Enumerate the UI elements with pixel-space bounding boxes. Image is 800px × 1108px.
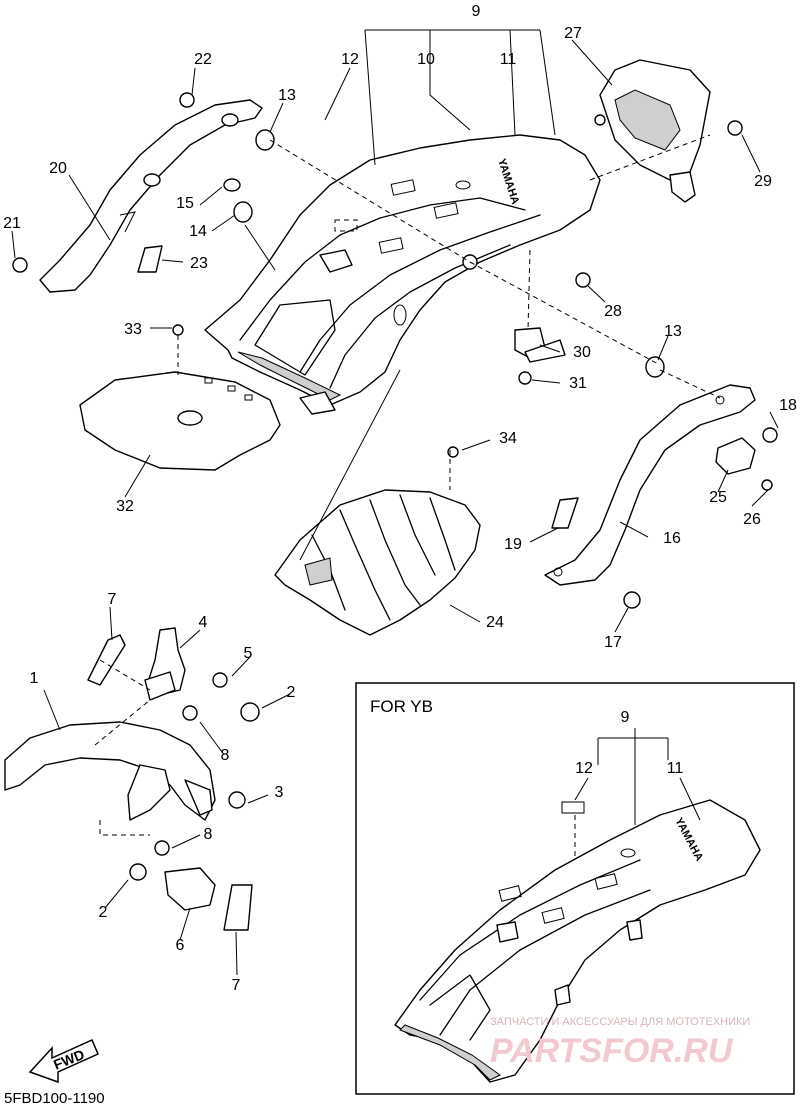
callout-16: 16 xyxy=(663,530,681,547)
bolts xyxy=(12,92,778,881)
fwd-arrow-icon: FWD xyxy=(28,1039,99,1084)
callout-8a: 8 xyxy=(221,747,230,764)
callout-33: 33 xyxy=(124,321,142,338)
callout-2a: 2 xyxy=(287,684,296,701)
callout-21: 21 xyxy=(3,215,21,232)
callout-32: 32 xyxy=(116,498,134,515)
diagram-code: 5FBD100-1190 xyxy=(4,1090,105,1107)
collars xyxy=(223,129,665,378)
callout-1: 1 xyxy=(30,670,39,687)
callout-17: 17 xyxy=(604,634,622,651)
callout-15: 15 xyxy=(176,195,194,212)
callout-5: 5 xyxy=(244,645,253,662)
front-fender xyxy=(4,721,216,821)
callout-4: 4 xyxy=(199,614,208,631)
callout-13b: 13 xyxy=(664,323,682,340)
callout-13a: 13 xyxy=(278,87,296,104)
callout-7b: 7 xyxy=(232,977,241,994)
inset-callout-9: 9 xyxy=(621,709,630,726)
inset-title: FOR YB xyxy=(370,697,433,716)
reflector-23 xyxy=(137,245,163,273)
callout-30: 30 xyxy=(573,344,591,361)
callout-2b: 2 xyxy=(99,904,108,921)
callout-28: 28 xyxy=(604,303,622,320)
callout-6: 6 xyxy=(176,937,185,954)
reflector-19 xyxy=(551,497,579,529)
rubber-block-lower xyxy=(223,884,253,931)
seat-rail-left xyxy=(39,99,263,293)
callout-14: 14 xyxy=(189,223,207,240)
guard-plate-30 xyxy=(514,327,566,363)
callout-27: 27 xyxy=(564,25,582,42)
rear-fender: YAMAHA xyxy=(204,134,601,415)
inset-for-yb: FOR YB YAMAHA 9 12 11 xyxy=(355,682,795,1095)
callout-18: 18 xyxy=(779,397,797,414)
inset-callout-12: 12 xyxy=(575,760,593,777)
rubber-block-upper xyxy=(87,634,126,686)
inner-fender xyxy=(274,489,481,636)
callout-23: 23 xyxy=(190,255,208,272)
callout-9: 9 xyxy=(472,3,481,20)
callout-11: 11 xyxy=(500,51,517,68)
mud-flap xyxy=(79,371,281,471)
callout-19: 19 xyxy=(504,536,522,553)
tail-light xyxy=(594,59,711,203)
callout-26: 26 xyxy=(743,511,761,528)
callout-3: 3 xyxy=(275,784,284,801)
seat-rail-right xyxy=(544,384,756,586)
callout-34: 34 xyxy=(499,430,517,447)
watermark-logo: PARTSFOR.RU xyxy=(490,1032,734,1070)
callout-29: 29 xyxy=(754,173,772,190)
watermark-subtitle: ЗАПЧАСТИ И АКСЕССУАРЫ ДЛЯ МОТОТЕХНИКИ xyxy=(490,1016,750,1028)
fwd-label: FWD xyxy=(51,1046,87,1073)
callout-22: 22 xyxy=(194,51,212,68)
front-fender-stay-upper xyxy=(144,627,186,701)
callout-labels: 9 10 11 12 22 27 13 20 29 15 14 21 23 28… xyxy=(3,3,797,994)
callout-24: 24 xyxy=(486,614,504,631)
bracket-25 xyxy=(715,437,756,475)
callout-12: 12 xyxy=(341,51,359,68)
callout-25: 25 xyxy=(709,489,727,506)
front-fender-stay-lower xyxy=(164,867,216,911)
callout-31: 31 xyxy=(569,375,587,392)
callout-10: 10 xyxy=(417,51,435,68)
leader-lines xyxy=(11,29,779,976)
callout-8b: 8 xyxy=(204,826,213,843)
callout-20: 20 xyxy=(49,160,67,177)
callout-7a: 7 xyxy=(108,591,117,608)
inset-callout-11: 11 xyxy=(667,760,684,777)
